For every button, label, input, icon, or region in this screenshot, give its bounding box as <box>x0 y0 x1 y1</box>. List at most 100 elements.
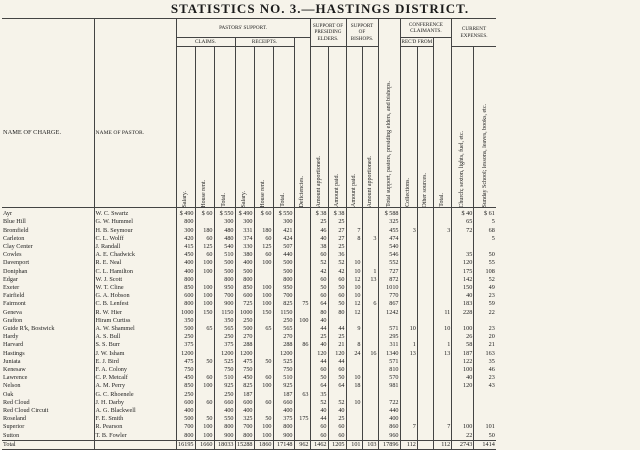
value-cell: 500 <box>213 259 235 268</box>
value-cell: 925 <box>272 382 294 391</box>
value-cell: 600 <box>234 398 254 408</box>
value-cell: 68 <box>473 226 496 235</box>
value-cell: 330 <box>234 243 254 252</box>
statistics-table: NAME OF CHARGE. NAME OF PASTOR. PASTORS'… <box>2 17 496 450</box>
charge-name: Superior <box>3 423 25 431</box>
value-cell: 10 <box>433 325 452 334</box>
pastor-name: G. C. Rhoenele <box>93 390 176 399</box>
value-cell: 58 <box>451 341 474 350</box>
value-cell: 825 <box>234 382 254 391</box>
charge-name: Davenport <box>3 259 30 267</box>
value-cell: 600 <box>175 398 195 408</box>
pastor-name: A. S. Bull <box>93 333 176 342</box>
value-cell: 475 <box>175 357 195 367</box>
value-cell: 250 <box>234 316 254 326</box>
value-cell: 571 <box>377 325 400 334</box>
value-cell: 125 <box>253 243 273 252</box>
value-cell: 1010 <box>377 284 400 293</box>
value-cell: 800 <box>175 300 195 309</box>
value-cell: 43 <box>473 382 496 391</box>
value-cell: 26 <box>451 333 474 342</box>
value-cell: 872 <box>377 275 400 285</box>
value-cell <box>433 316 452 326</box>
value-cell: 250 <box>175 390 195 399</box>
value-cell <box>194 316 214 326</box>
value-cell: 44 <box>309 415 328 424</box>
value-cell <box>293 349 310 358</box>
value-cell: 60 <box>327 275 346 285</box>
value-cell: 25 <box>327 333 346 342</box>
value-cell <box>327 390 346 399</box>
value-cell: 295 <box>377 333 400 342</box>
pastor-name: R. W. Hier <box>93 308 176 317</box>
value-cell: 10 <box>345 374 362 383</box>
value-cell: 850 <box>175 382 195 391</box>
value-cell <box>399 300 418 309</box>
value-cell: 660 <box>213 398 235 408</box>
value-cell <box>253 316 273 326</box>
value-cell <box>361 226 378 235</box>
charge-name: Red Cloud <box>3 398 30 406</box>
value-cell: 1462 <box>309 439 328 450</box>
value-cell: 142 <box>451 275 474 285</box>
value-cell <box>345 251 362 260</box>
value-cell: 7 <box>345 226 362 235</box>
value-cell <box>433 398 452 408</box>
value-cell: 565 <box>213 325 235 334</box>
header-house-rent: House rent. <box>194 46 214 209</box>
value-cell: 900 <box>213 300 235 309</box>
value-cell <box>416 407 434 416</box>
value-cell: 1150 <box>272 308 294 317</box>
pastor-name: F. E. Smith <box>93 415 176 424</box>
value-cell: 375 <box>272 415 294 424</box>
value-cell: $ 61 <box>473 207 496 219</box>
value-cell <box>416 218 434 227</box>
value-cell: 424 <box>272 234 294 244</box>
value-cell <box>433 415 452 424</box>
charge-name: Kenesaw <box>3 366 26 374</box>
value-cell <box>399 207 418 219</box>
value-cell <box>361 374 378 383</box>
value-cell <box>253 275 273 285</box>
value-cell <box>293 284 310 293</box>
value-cell: 120 <box>327 349 346 358</box>
value-cell <box>399 382 418 391</box>
value-cell: 100 <box>194 382 214 391</box>
value-cell: 60 <box>253 234 273 244</box>
value-cell <box>399 251 418 260</box>
value-cell <box>416 415 434 424</box>
value-cell: 52 <box>473 275 496 285</box>
charge-name: Doniphan <box>3 267 28 275</box>
value-cell: 750 <box>234 366 254 375</box>
value-cell: 50 <box>253 357 273 367</box>
value-cell: 3 <box>361 234 378 244</box>
pastor-name: R. E. Neal <box>93 259 176 268</box>
value-cell: 962 <box>293 439 310 450</box>
value-cell <box>361 243 378 252</box>
charge-name: Red Cloud Circuit <box>3 407 49 415</box>
value-cell: 546 <box>377 251 400 260</box>
header-presiding-elders: SUPPORT OF PRESIDING ELDERS. <box>309 17 346 48</box>
value-cell: 850 <box>234 284 254 293</box>
value-cell: 12 <box>345 300 362 309</box>
value-cell <box>416 308 434 317</box>
value-cell: 400 <box>234 407 254 416</box>
pastor-name: C. L. Hamilton <box>93 267 176 276</box>
value-cell <box>253 407 273 416</box>
value-cell: 64 <box>327 382 346 391</box>
value-cell: 20 <box>473 333 496 342</box>
value-cell <box>399 398 418 408</box>
value-cell <box>253 341 273 350</box>
value-cell: 59 <box>473 300 496 309</box>
value-cell <box>399 407 418 416</box>
header-church-expenses: Church; sexton, lights, fuel, etc. <box>451 46 474 209</box>
value-cell: 175 <box>451 267 474 276</box>
value-cell: 552 <box>377 259 400 268</box>
value-cell <box>345 390 362 399</box>
value-cell: 960 <box>377 431 400 441</box>
header-current-expenses: CURRENT EXPENSES. <box>451 17 496 48</box>
value-cell: 100 <box>253 284 273 293</box>
